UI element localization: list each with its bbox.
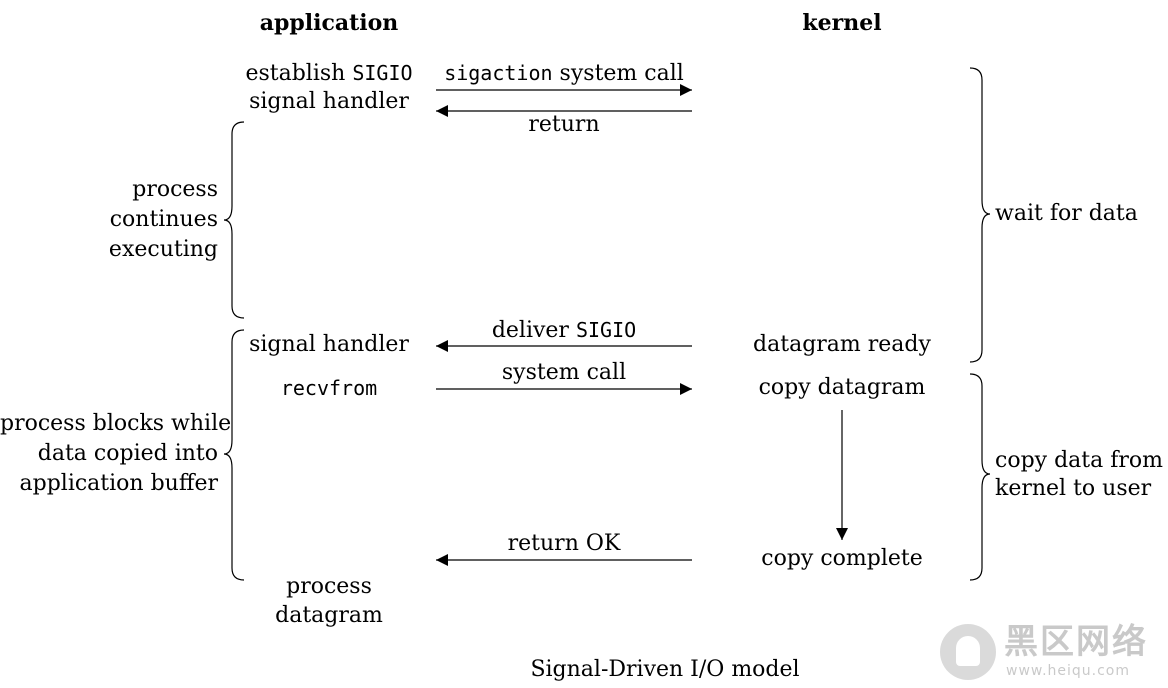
establish-sigio-label: establish SIGIO: [245, 61, 413, 86]
watermark-url: www.heiqu.com: [1006, 663, 1131, 679]
watermark-title: 黑区网络: [1004, 622, 1148, 662]
copy-data-brace: [969, 373, 991, 581]
process-datagram-line-1: process: [286, 574, 372, 599]
copy-data-line-2: kernel to user: [995, 476, 1152, 501]
copy-complete-label: copy complete: [761, 546, 923, 571]
sigaction-label: sigaction system call: [444, 61, 684, 86]
application-header: application: [259, 10, 399, 36]
recvfrom-label: recvfrom: [280, 376, 378, 400]
watermark: 黑区网络 www.heiqu.com: [940, 622, 1165, 684]
process-continues-line-1: process: [132, 177, 218, 202]
datagram-ready-label: datagram ready: [753, 332, 931, 357]
watermark-logo-icon: [940, 624, 996, 680]
establish-signal-handler-label: signal handler: [249, 89, 409, 114]
system-call-label: system call: [501, 360, 627, 385]
process-blocks-line-3: application buffer: [19, 471, 219, 496]
process-continues-brace: [223, 121, 245, 319]
wait-for-data-brace: [969, 67, 991, 363]
process-continues-line-2: continues: [109, 207, 218, 232]
kernel-header: kernel: [802, 10, 882, 36]
diagram-caption: Signal-Driven I/O model: [530, 657, 800, 682]
process-blocks-line-1: process blocks while: [0, 411, 232, 436]
process-continues-line-3: executing: [108, 237, 218, 262]
process-blocks-brace: [223, 329, 245, 581]
signal-handler-label: signal handler: [249, 332, 409, 357]
return-label: return: [528, 112, 600, 137]
process-blocks-line-2: data copied into: [37, 441, 218, 466]
deliver-sigio-label: deliver SIGIO: [491, 318, 637, 343]
wait-for-data-label: wait for data: [995, 201, 1138, 226]
return-ok-label: return OK: [507, 531, 621, 556]
copy-datagram-label: copy datagram: [758, 375, 926, 400]
copy-data-line-1: copy data from: [995, 448, 1163, 473]
process-datagram-line-2: datagram: [275, 603, 383, 628]
